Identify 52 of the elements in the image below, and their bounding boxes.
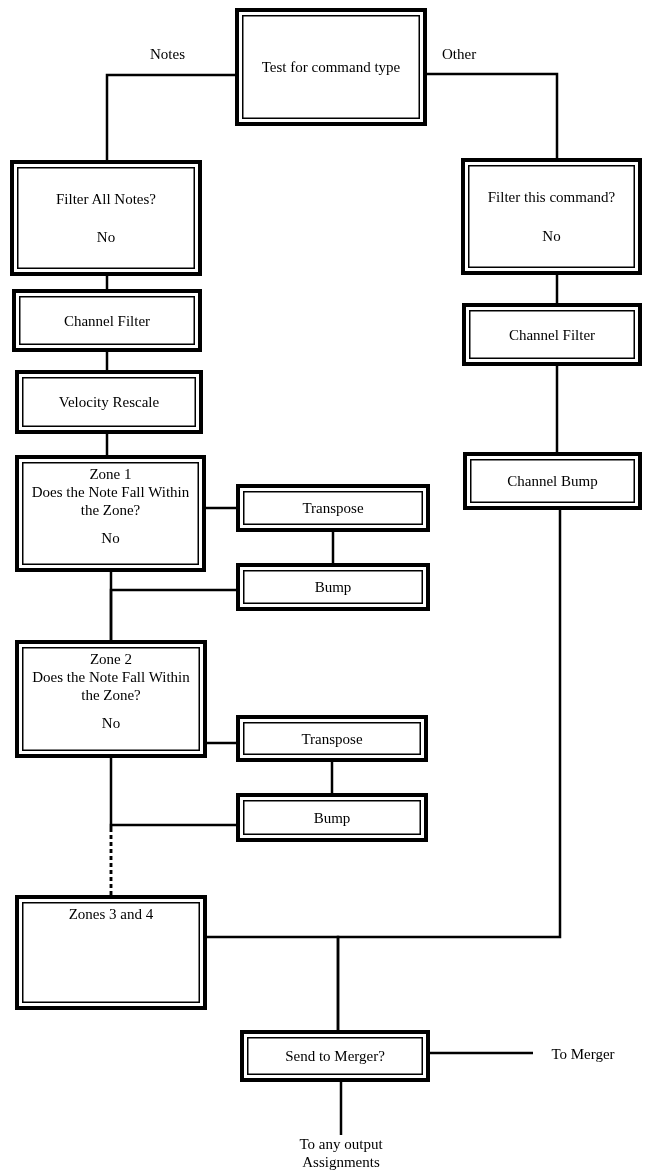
box-label: Bump — [313, 808, 351, 827]
box-label: Send to Merger? — [285, 1047, 385, 1065]
connector-line — [555, 366, 559, 452]
answer-label: No — [101, 714, 121, 732]
answer-label: No — [96, 228, 116, 246]
box-label: Channel Bump — [507, 472, 598, 490]
box-label: Channel Filter — [63, 311, 151, 330]
box-label: Velocity Rescale — [58, 393, 160, 411]
box-label: Filter All Notes? — [56, 190, 156, 208]
process-box — [15, 895, 207, 1010]
process-box — [240, 1030, 430, 1082]
connector-line — [109, 823, 236, 895]
connector-line — [206, 506, 236, 510]
process-box — [236, 563, 430, 611]
process-box — [236, 715, 428, 762]
connector-line — [339, 1082, 343, 1135]
process-box — [235, 8, 427, 126]
box-label: Filter this command? — [487, 188, 616, 207]
process-box — [236, 484, 430, 532]
flow-text: To Merger — [551, 1045, 615, 1063]
box-label: Zone 2 — [89, 650, 133, 668]
decision-box — [15, 455, 206, 572]
connector-line — [109, 588, 236, 640]
box-label: Does the Note Fall Within the Zone? — [30, 483, 191, 519]
connector-line — [555, 275, 559, 303]
answer-label: No — [101, 529, 120, 547]
connector-line — [330, 762, 334, 793]
box-label: Does the Note Fall Within the Zone? — [31, 668, 191, 704]
box-label: Zone 1 — [89, 465, 132, 483]
connector-line — [207, 741, 236, 745]
decision-box — [10, 160, 202, 276]
box-label: Channel Filter — [508, 325, 596, 344]
connector-line — [105, 434, 109, 455]
box-label: Zones 3 and 4 — [68, 905, 154, 923]
box-label: Transpose — [302, 499, 364, 517]
process-box — [12, 289, 202, 352]
answer-label: No — [542, 226, 561, 245]
connector-line — [430, 1051, 533, 1055]
process-box — [236, 793, 428, 842]
process-box — [15, 370, 203, 434]
process-box — [462, 303, 642, 366]
box-label: Bump — [314, 578, 352, 596]
connector-line — [105, 73, 235, 160]
connector-line — [427, 72, 559, 158]
box-label: Transpose — [301, 729, 363, 748]
decision-box — [461, 158, 642, 275]
connector-line — [331, 532, 335, 563]
connector-line — [207, 935, 340, 1030]
decision-box — [15, 640, 207, 758]
flow-text: To any output Assignments — [298, 1135, 384, 1171]
box-label: Test for command type — [261, 58, 401, 76]
process-box — [463, 452, 642, 510]
